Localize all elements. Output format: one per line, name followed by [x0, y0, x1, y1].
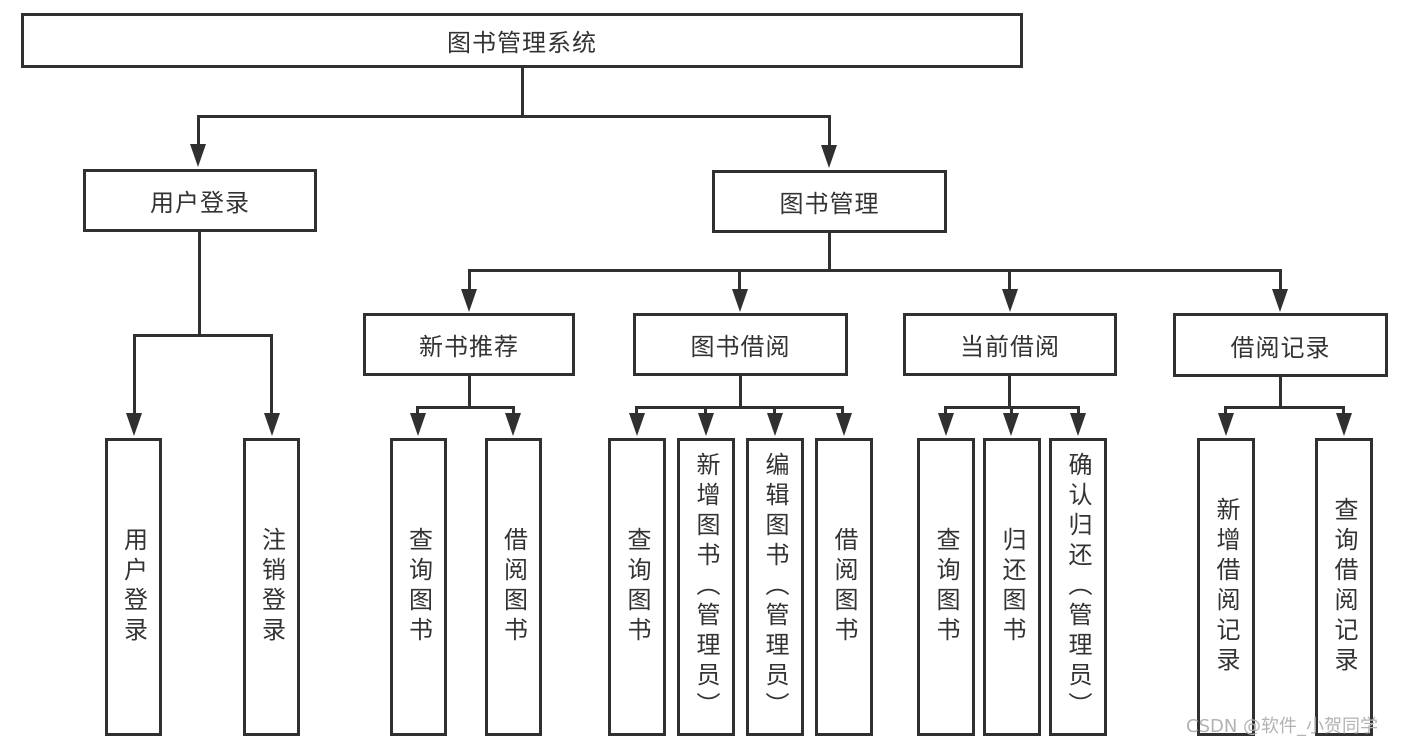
connector-line — [738, 269, 741, 291]
arrowhead-down — [1070, 413, 1086, 436]
csdn-watermark: CSDN @软件_小贺同学 — [1186, 716, 1379, 737]
node-book-borrow: 图书借阅 — [633, 313, 848, 376]
connector-line — [1008, 269, 1011, 291]
node-user-login-label: 用户登录 — [150, 189, 250, 217]
leaf-confirm-return-admin: 确认归还（管理员） — [1049, 438, 1107, 736]
arrowhead-down — [264, 413, 280, 436]
connector-line — [944, 406, 947, 416]
leaf-return-book: 归还图书 — [983, 438, 1041, 736]
connector-line — [521, 68, 524, 118]
connector-line — [133, 334, 136, 413]
leaf-user-login: 用户登录 — [105, 438, 162, 736]
node-current-borrow-label: 当前借阅 — [960, 333, 1060, 361]
arrowhead-down — [1336, 413, 1352, 436]
connector-line — [416, 406, 419, 416]
node-current-borrow: 当前借阅 — [903, 313, 1117, 376]
node-root-label: 图书管理系统 — [447, 29, 597, 57]
leaf-query-books-2-label: 查询图书 — [623, 527, 651, 647]
leaf-query-books-3: 查询图书 — [917, 438, 975, 736]
leaf-add-book-admin: 新增图书（管理员） — [677, 438, 735, 736]
leaf-borrow-books-2-label: 借阅图书 — [830, 527, 858, 647]
node-book-management-label: 图书管理 — [779, 190, 880, 218]
connector-line — [1008, 376, 1011, 409]
leaf-logout: 注销登录 — [243, 438, 300, 736]
connector-line — [1342, 406, 1345, 416]
arrowhead-down — [1218, 413, 1234, 436]
leaf-query-borrow-record-label: 查询借阅记录 — [1330, 497, 1358, 677]
leaf-borrow-books-1: 借阅图书 — [485, 438, 542, 736]
connector-line — [1279, 269, 1282, 291]
leaf-borrow-books-2: 借阅图书 — [815, 438, 873, 736]
arrowhead-down — [767, 413, 783, 436]
leaf-query-books-3-label: 查询图书 — [932, 527, 960, 647]
connector-line — [635, 406, 844, 409]
arrowhead-down — [410, 413, 426, 436]
connector-line — [468, 376, 471, 409]
arrowhead-down — [821, 145, 837, 168]
leaf-add-book-admin-label: 新增图书（管理员） — [692, 452, 720, 722]
connector-line — [198, 232, 201, 337]
leaf-user-login-label: 用户登录 — [119, 527, 148, 647]
connector-line — [828, 233, 831, 272]
connector-line — [828, 115, 831, 147]
arrowhead-down — [1272, 289, 1288, 312]
leaf-query-books-2: 查询图书 — [608, 438, 666, 736]
leaf-query-borrow-record: 查询借阅记录 — [1315, 438, 1373, 736]
leaf-logout-label: 注销登录 — [257, 527, 286, 647]
connector-line — [270, 334, 273, 413]
leaf-confirm-return-admin-label: 确认归还（管理员） — [1064, 452, 1092, 722]
arrowhead-down — [190, 144, 206, 167]
arrowhead-down — [1003, 413, 1019, 436]
connector-line — [773, 406, 776, 416]
connector-line — [1279, 377, 1282, 409]
connector-line — [1224, 406, 1227, 416]
arrowhead-down — [629, 413, 645, 436]
connector-line — [468, 269, 1282, 272]
leaf-query-books-1: 查询图书 — [390, 438, 447, 736]
connector-line — [197, 115, 831, 118]
node-borrow-records-label: 借阅记录 — [1230, 333, 1331, 362]
arrowhead-down — [505, 413, 521, 436]
arrowhead-down — [1002, 289, 1018, 312]
connector-line — [704, 406, 707, 416]
node-book-borrow-label: 图书借阅 — [690, 333, 791, 361]
connector-line — [1224, 406, 1345, 409]
connector-line — [1077, 406, 1080, 416]
leaf-borrow-books-1-label: 借阅图书 — [499, 527, 528, 647]
connector-line — [1010, 406, 1013, 416]
arrowhead-down — [698, 413, 714, 436]
node-borrow-records: 借阅记录 — [1173, 313, 1388, 377]
leaf-query-books-1-label: 查询图书 — [404, 527, 433, 647]
connector-line — [468, 269, 471, 291]
node-root: 图书管理系统 — [21, 13, 1023, 68]
arrowhead-down — [732, 289, 748, 312]
arrowhead-down — [126, 413, 142, 436]
node-book-management: 图书管理 — [712, 170, 947, 233]
connector-line — [197, 115, 200, 147]
leaf-add-borrow-record-label: 新增借阅记录 — [1212, 497, 1240, 677]
arrowhead-down — [461, 289, 477, 312]
leaf-edit-book-admin-label: 编辑图书（管理员） — [761, 452, 789, 722]
arrowhead-down — [938, 413, 954, 436]
leaf-edit-book-admin: 编辑图书（管理员） — [746, 438, 804, 736]
node-new-book-recommend-label: 新书推荐 — [419, 333, 519, 361]
connector-line — [841, 406, 844, 416]
leaf-add-borrow-record: 新增借阅记录 — [1197, 438, 1255, 736]
connector-line — [635, 406, 638, 416]
connector-line — [416, 406, 515, 409]
node-new-book-recommend: 新书推荐 — [363, 313, 575, 376]
connector-line — [512, 406, 515, 416]
connector-line — [133, 334, 273, 337]
node-user-login: 用户登录 — [83, 169, 317, 232]
connector-line — [739, 376, 742, 409]
leaf-return-book-label: 归还图书 — [998, 527, 1026, 647]
arrowhead-down — [836, 413, 852, 436]
